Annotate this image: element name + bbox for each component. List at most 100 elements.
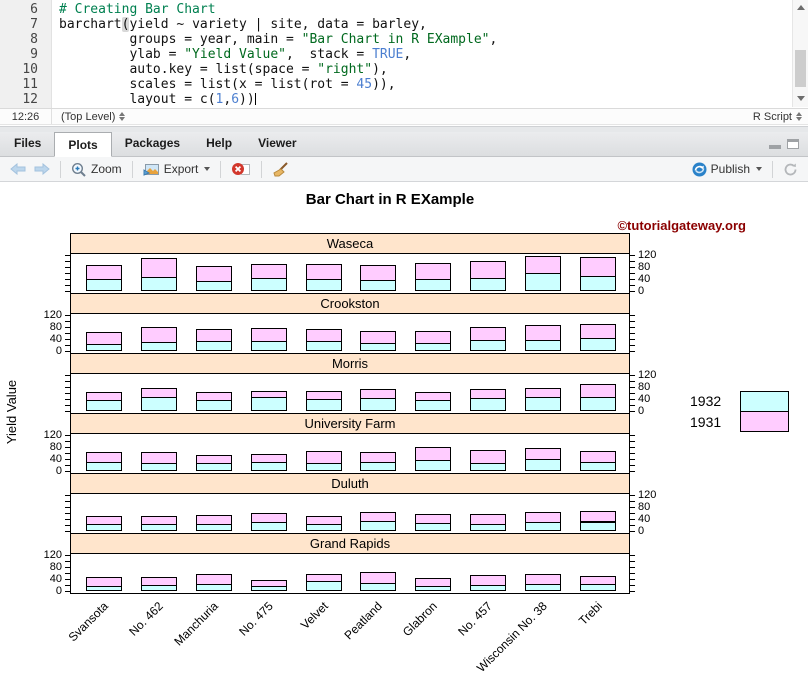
- bar-1931-no462: [141, 452, 177, 464]
- y-tick: [65, 279, 70, 280]
- bar-1931-manchuria: [196, 329, 232, 342]
- bar-1931-glabron: [415, 392, 451, 402]
- refresh-icon: [783, 162, 798, 177]
- scope-selector[interactable]: (Top Level): [52, 111, 125, 123]
- line-number: 10: [0, 62, 38, 77]
- y-tick: [65, 339, 70, 340]
- tab-viewer[interactable]: Viewer: [245, 131, 309, 156]
- file-type-selector[interactable]: R Script: [753, 111, 808, 123]
- bar-1931-no475: [251, 454, 287, 462]
- bar-1931-no475: [251, 264, 287, 279]
- code-token-plain: scales = list(x = list(rot =: [59, 77, 356, 92]
- y-tick-label: 40: [32, 453, 62, 465]
- bar-1931-no475: [251, 513, 287, 524]
- remove-plot-button[interactable]: [227, 160, 255, 179]
- publish-icon: [692, 162, 707, 177]
- bar-1931-svansota: [86, 265, 122, 280]
- minimize-pane-icon[interactable]: [769, 139, 781, 149]
- y-tick-label: 120: [638, 369, 668, 381]
- bar-1931-glabron: [415, 578, 451, 588]
- bar-1931-no475: [251, 328, 287, 342]
- tab-packages[interactable]: Packages: [112, 131, 193, 156]
- bar-1932-velvet: [306, 581, 342, 591]
- back-arrow-icon: [10, 163, 26, 175]
- y-tick-label: 120: [32, 429, 62, 441]
- y-tick-label: 40: [638, 273, 668, 285]
- bar-1931-no462: [141, 388, 177, 398]
- panel-strip-morris: Morris: [70, 353, 630, 374]
- bar-1931-no457: [470, 261, 506, 279]
- bar-1931-velvet: [306, 574, 342, 582]
- publish-button-label: Publish: [711, 162, 750, 176]
- y-tick: [65, 267, 70, 268]
- code-editor[interactable]: 6789101112 # Creating Bar Chartbarchart(…: [0, 0, 808, 108]
- publish-button[interactable]: Publish: [688, 160, 766, 179]
- code-token-string: "Bar Chart in R EXample": [302, 32, 490, 47]
- bar-1931-velvet: [306, 391, 342, 400]
- clear-all-plots-button[interactable]: [268, 160, 293, 179]
- y-tick: [630, 585, 635, 586]
- editor-vertical-scrollbar[interactable]: [792, 0, 808, 107]
- y-tick: [630, 453, 635, 454]
- maximize-pane-icon[interactable]: [787, 139, 799, 149]
- scroll-down-icon[interactable]: [793, 92, 808, 105]
- chart-title: Bar Chart in R EXample: [0, 191, 780, 208]
- bar-1932-no462: [141, 342, 177, 351]
- strip-label: Morris: [332, 356, 368, 371]
- bar-1932-trebi: [580, 338, 616, 350]
- back-plot-button[interactable]: [6, 161, 30, 177]
- bar-1931-trebi: [580, 576, 616, 586]
- y-tick: [630, 591, 635, 592]
- strip-label: Crookston: [320, 296, 379, 311]
- y-tick: [630, 321, 635, 322]
- panel-strip-crookston: Crookston: [70, 293, 630, 314]
- y-tick-label: 0: [638, 525, 668, 537]
- forward-plot-button[interactable]: [30, 161, 54, 177]
- y-tick-label: 80: [638, 381, 668, 393]
- y-tick: [630, 579, 635, 580]
- code-token-plain: auto.key = list(space =: [59, 62, 317, 77]
- line-number: 11: [0, 77, 38, 92]
- bar-1931-svansota: [86, 392, 122, 401]
- bar-1932-manchuria: [196, 584, 232, 591]
- y-tick: [65, 591, 70, 592]
- code-token-plain: ),: [372, 62, 388, 77]
- y-tick: [65, 567, 70, 568]
- bar-1932-svansota: [86, 524, 122, 531]
- bar-1932-manchuria: [196, 400, 232, 410]
- refresh-plot-button[interactable]: [779, 160, 802, 179]
- y-tick: [65, 471, 70, 472]
- code-token-plain: , stack =: [286, 47, 372, 62]
- y-tick: [630, 339, 635, 340]
- export-plot-button[interactable]: Export: [139, 160, 215, 178]
- chart-panel-grand-rapids: [70, 553, 630, 594]
- tab-files[interactable]: Files: [1, 131, 54, 156]
- y-tick: [65, 273, 70, 274]
- broom-icon: [272, 162, 289, 177]
- file-type-label: R Script: [753, 111, 792, 123]
- zoom-plot-button[interactable]: Zoom: [67, 160, 126, 179]
- scrollbar-thumb[interactable]: [795, 50, 806, 87]
- y-tick: [630, 345, 635, 346]
- bar-1932-no457: [470, 398, 506, 411]
- y-tick: [65, 399, 70, 400]
- code-line: scales = list(x = list(rot = 45)),: [59, 77, 808, 92]
- code-line: auto.key = list(space = "right"),: [59, 62, 808, 77]
- y-tick-label: 0: [32, 345, 62, 357]
- plot-display-pane: Bar Chart in R EXample ©tutorialgateway.…: [0, 182, 808, 678]
- chart-panel-waseca: [70, 253, 630, 294]
- bar-1932-trebi: [580, 276, 616, 291]
- scope-label: (Top Level): [61, 111, 115, 123]
- chart-panel-university-farm: [70, 433, 630, 474]
- y-tick: [65, 387, 70, 388]
- bar-1931-manchuria: [196, 266, 232, 282]
- tab-plots[interactable]: Plots: [54, 132, 111, 157]
- bar-1931-trebi: [580, 257, 616, 277]
- scroll-up-icon[interactable]: [793, 1, 808, 14]
- panel-strip-waseca: Waseca: [70, 233, 630, 254]
- bar-1932-wisconsinno38: [525, 397, 561, 411]
- code-area[interactable]: # Creating Bar Chartbarchart(yield ~ var…: [52, 0, 808, 108]
- tab-help[interactable]: Help: [193, 131, 245, 156]
- bar-1932-no462: [141, 277, 177, 290]
- bar-1931-glabron: [415, 331, 451, 343]
